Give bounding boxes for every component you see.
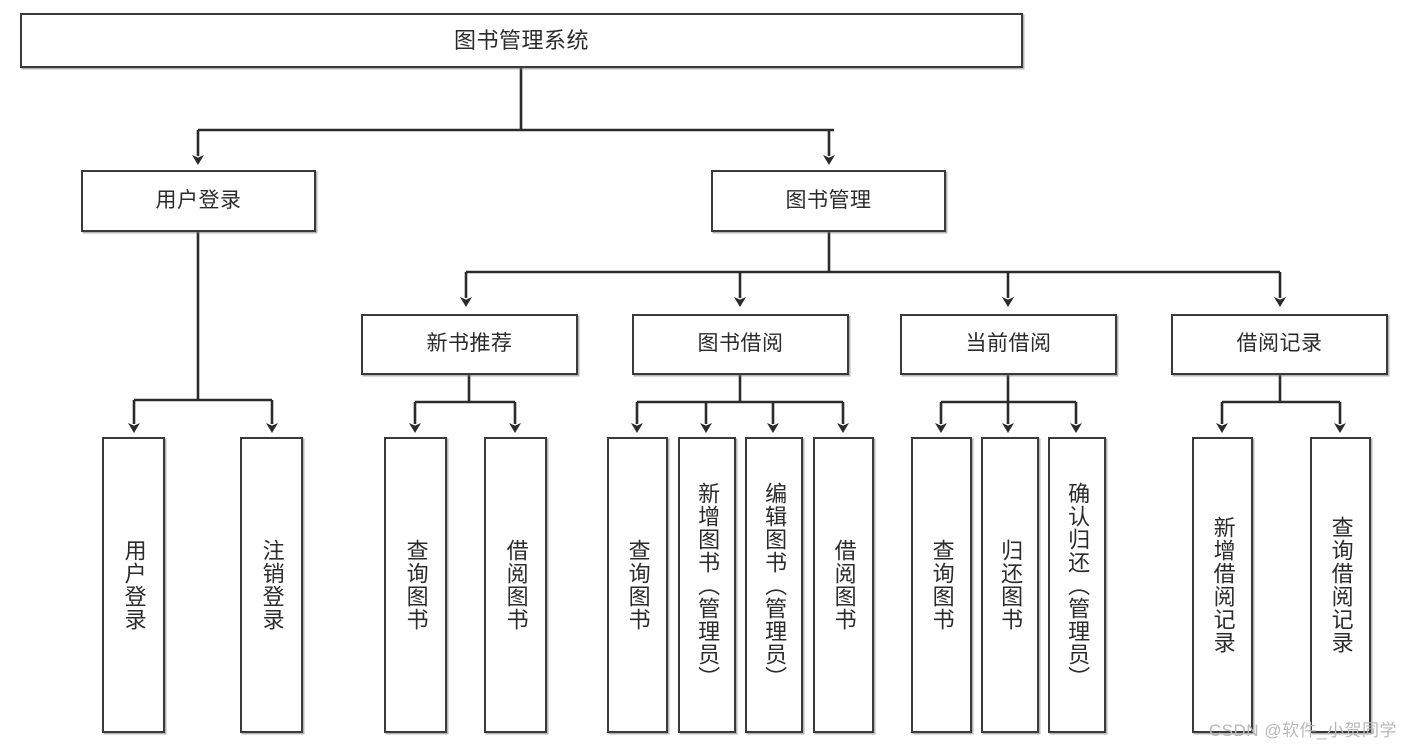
- node-label: 查询图书: [625, 539, 651, 631]
- node-label: 图书借阅: [697, 332, 784, 356]
- node-leaf-user-login[interactable]: 用户登录: [102, 437, 165, 733]
- node-current-borrow[interactable]: 当前借阅: [900, 314, 1117, 375]
- node-leaf-add-borrow-record[interactable]: 新增借阅记录: [1192, 437, 1253, 733]
- node-label: 查询图书: [403, 539, 429, 631]
- node-label: 新书推荐: [426, 332, 513, 356]
- node-leaf-add-book-admin[interactable]: 新增图书（管理员）: [678, 437, 736, 733]
- node-label: 借阅图书: [503, 539, 529, 631]
- node-borrow-record[interactable]: 借阅记录: [1171, 314, 1388, 375]
- node-label: 图书管理: [785, 188, 872, 212]
- node-label: 注销登录: [259, 539, 285, 631]
- node-root-book-management-system[interactable]: 图书管理系统: [20, 13, 1023, 68]
- node-leaf-edit-book-admin[interactable]: 编辑图书（管理员）: [745, 437, 803, 733]
- node-label: 确认归还（管理员）: [1065, 481, 1091, 689]
- node-label: 新增借阅记录: [1210, 516, 1236, 654]
- node-leaf-confirm-return-admin[interactable]: 确认归还（管理员）: [1048, 437, 1106, 733]
- node-label: 用户登录: [155, 188, 242, 212]
- node-leaf-logout[interactable]: 注销登录: [240, 437, 303, 733]
- node-label: 用户登录: [121, 539, 147, 631]
- node-new-book-recommend[interactable]: 新书推荐: [361, 314, 578, 375]
- node-label: 查询图书: [929, 539, 955, 631]
- node-leaf-query-borrow-record[interactable]: 查询借阅记录: [1310, 437, 1371, 733]
- node-leaf-query-book-borrow[interactable]: 查询图书: [607, 437, 668, 733]
- node-label: 当前借阅: [965, 332, 1052, 356]
- node-leaf-borrow-book-recommend[interactable]: 借阅图书: [484, 437, 547, 733]
- node-book-borrow[interactable]: 图书借阅: [632, 314, 849, 375]
- node-label: 借阅记录: [1236, 332, 1323, 356]
- node-leaf-return-book[interactable]: 归还图书: [981, 437, 1039, 733]
- watermark-text: CSDN @软件_小贺同学: [1208, 721, 1397, 740]
- node-label: 查询借阅记录: [1328, 516, 1354, 654]
- node-leaf-query-book-recommend[interactable]: 查询图书: [384, 437, 447, 733]
- node-label: 图书管理系统: [453, 27, 589, 53]
- node-user-login[interactable]: 用户登录: [81, 170, 316, 232]
- node-label: 借阅图书: [831, 539, 857, 631]
- node-leaf-query-book-current[interactable]: 查询图书: [911, 437, 972, 733]
- node-label: 新增图书（管理员）: [695, 481, 721, 689]
- node-book-management[interactable]: 图书管理: [711, 170, 946, 232]
- node-label: 归还图书: [998, 539, 1024, 631]
- node-label: 编辑图书（管理员）: [762, 481, 788, 689]
- node-leaf-borrow-book[interactable]: 借阅图书: [813, 437, 874, 733]
